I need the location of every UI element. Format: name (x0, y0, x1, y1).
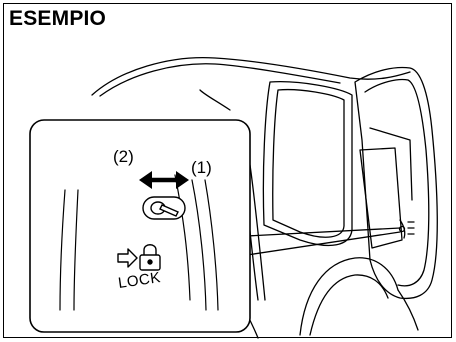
callout-label-2: (2) (113, 147, 134, 167)
child-lock-switch (143, 197, 185, 219)
callout-label-1: (1) (191, 158, 212, 178)
roof-line (92, 58, 410, 95)
